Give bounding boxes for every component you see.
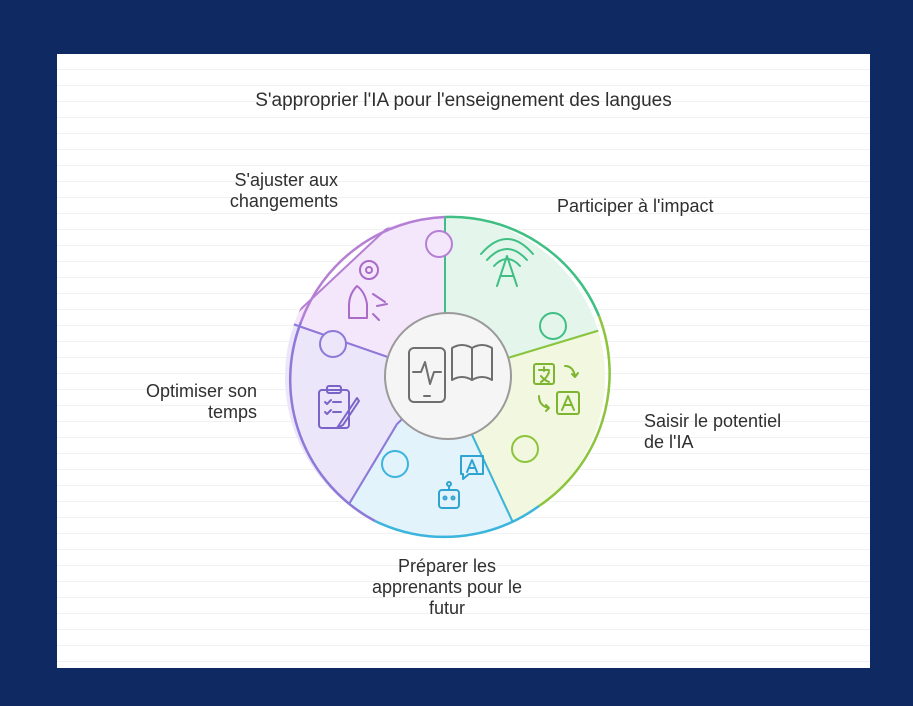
ring-arc-saisir	[538, 315, 611, 508]
diagram-title: S'approprier l'IA pour l'enseignement de…	[255, 90, 672, 111]
label-saisir: Saisir le potentiel de l'IA	[644, 411, 782, 452]
device-book-icon	[408, 344, 493, 403]
robot-chat-icon	[438, 455, 484, 509]
knob-ajuster	[425, 230, 453, 258]
broadcast-a-icon	[480, 238, 534, 287]
ring-arc-participer	[444, 215, 601, 317]
label-preparer: Préparer les apprenants pour le futur	[371, 556, 523, 618]
clipboard-pencil-icon	[318, 385, 360, 429]
knob-optimiser	[319, 330, 347, 358]
ring-arc-optimiser	[288, 321, 376, 523]
label-participer: Participer à l'impact	[557, 196, 714, 216]
diagram-canvas: S'approprier l'IA pour l'enseignement de…	[57, 54, 870, 668]
ring-arc-preparer	[374, 504, 540, 539]
translate-icon	[533, 363, 580, 415]
knob-preparer	[381, 450, 409, 478]
knob-saisir	[511, 435, 539, 463]
ring-arc-ajuster	[299, 215, 446, 323]
label-ajuster: S'ajuster aux changements	[229, 170, 338, 211]
label-optimiser: Optimiser son temps	[145, 381, 257, 422]
knob-participer	[539, 312, 567, 340]
puzzle-wheel	[285, 215, 611, 539]
head-gear-icon	[348, 260, 388, 321]
